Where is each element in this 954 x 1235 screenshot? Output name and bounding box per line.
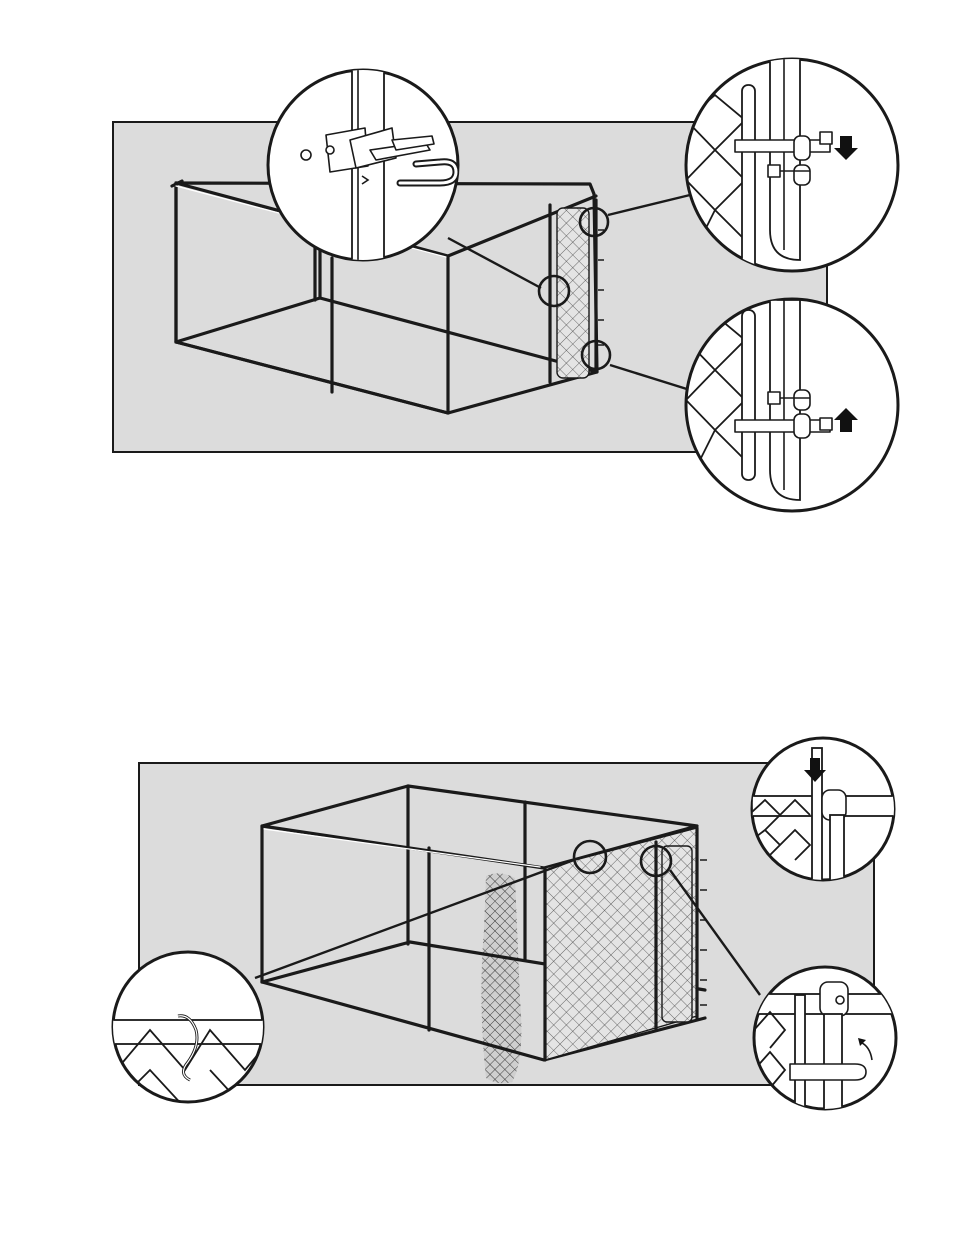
callout-lower-hinge — [686, 299, 898, 511]
figure-chain-link-attachment — [110, 738, 904, 1115]
callout-gate-latch-rotate — [754, 967, 904, 1115]
figure-gate-latch-installation — [113, 50, 898, 511]
gate-panel-1 — [550, 200, 604, 382]
